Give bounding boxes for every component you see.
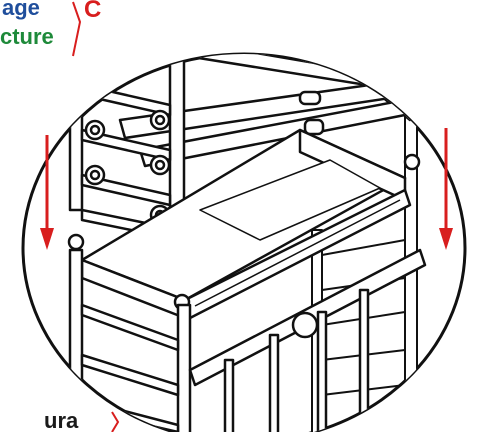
platform-deck bbox=[67, 128, 421, 320]
top-label-letter: C bbox=[84, 0, 102, 23]
down-arrow-icon bbox=[439, 128, 453, 250]
down-arrow-icon bbox=[40, 135, 54, 250]
top-bracket bbox=[72, 1, 82, 57]
bottom-bracket bbox=[111, 411, 120, 432]
trapdoor-gate bbox=[188, 248, 427, 432]
top-label-line2: cture bbox=[0, 24, 54, 49]
top-label-line1: age bbox=[2, 0, 40, 20]
bottom-label: ura bbox=[44, 408, 79, 433]
